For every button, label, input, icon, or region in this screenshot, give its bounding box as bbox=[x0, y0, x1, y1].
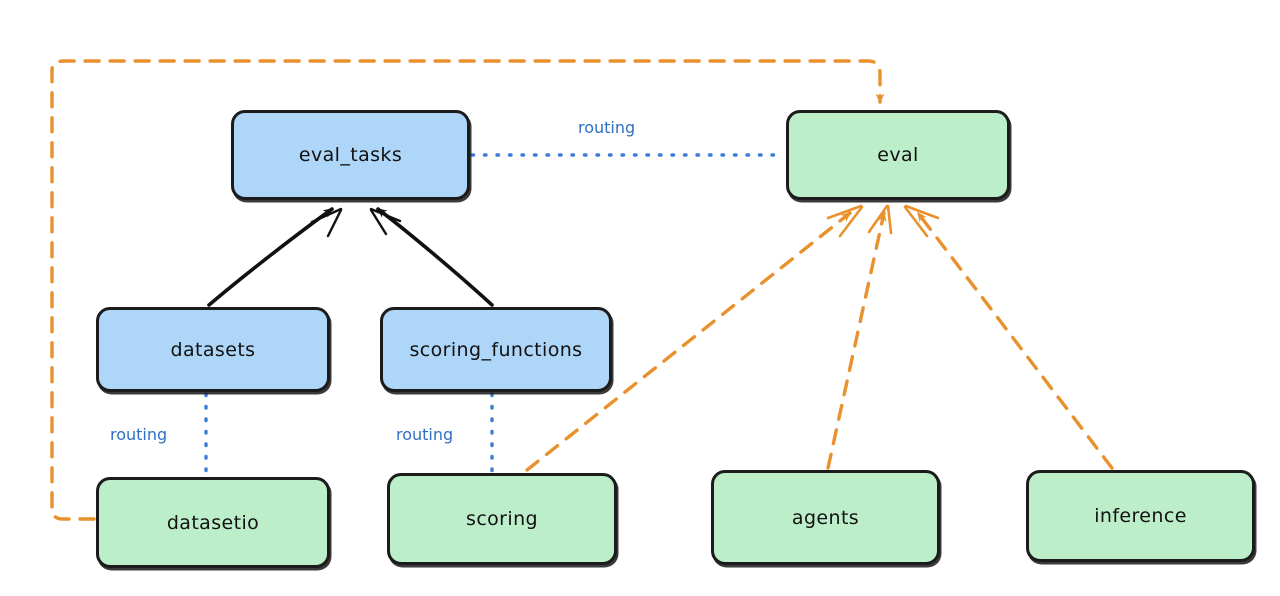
node-datasetio-label: datasetio bbox=[166, 511, 260, 534]
node-eval-tasks[interactable]: eval_tasks bbox=[231, 110, 470, 200]
edge-scoring-eval-hatch bbox=[826, 204, 864, 238]
node-eval-tasks-label: eval_tasks bbox=[298, 144, 403, 166]
node-scoring-functions[interactable]: scoring_functions bbox=[380, 307, 612, 392]
node-scoring[interactable]: scoring bbox=[387, 473, 617, 565]
node-scoring-functions-label: scoring_functions bbox=[409, 338, 583, 361]
edge-inference-eval bbox=[916, 211, 1114, 470]
edge-agents-eval-hatch bbox=[867, 204, 893, 235]
edge-datasets-eval_tasks bbox=[207, 207, 334, 307]
node-eval[interactable]: eval bbox=[786, 110, 1010, 200]
edge-agents-eval bbox=[826, 211, 887, 470]
edge-inference-eval-hatch bbox=[903, 204, 940, 238]
node-scoring-label: scoring bbox=[466, 508, 538, 530]
node-inference-label: inference bbox=[1094, 505, 1187, 527]
edge-scoring_functions-eval_tasks-hatch bbox=[369, 207, 402, 236]
edge-scoring_functions-eval_tasks bbox=[376, 207, 494, 307]
edge-label-routing-eval: routing bbox=[578, 118, 636, 137]
edge-datasetio-eval bbox=[50, 59, 885, 521]
edge-label-routing-datasetio: routing bbox=[110, 425, 168, 444]
node-eval-label: eval bbox=[877, 144, 919, 166]
edge-datasets-eval_tasks-hatch bbox=[310, 207, 343, 238]
node-datasets[interactable]: datasets bbox=[96, 307, 330, 392]
edge-scoring-eval bbox=[525, 211, 852, 472]
node-agents-label: agents bbox=[791, 506, 860, 529]
edge-label-routing-scoring: routing bbox=[396, 425, 454, 444]
node-datasets-label: datasets bbox=[170, 338, 256, 361]
node-agents[interactable]: agents bbox=[711, 470, 940, 565]
node-inference[interactable]: inference bbox=[1026, 470, 1255, 562]
node-datasetio[interactable]: datasetio bbox=[96, 477, 330, 568]
